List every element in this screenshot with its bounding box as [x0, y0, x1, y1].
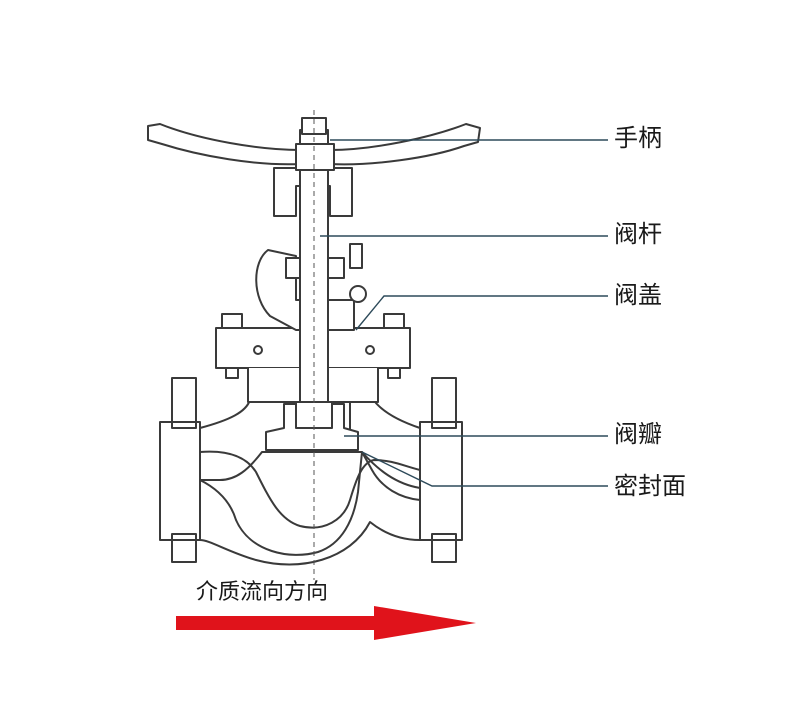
leader-lines — [320, 139, 608, 487]
label-bonnet: 阀盖 — [614, 281, 662, 309]
label-stem: 阀杆 — [614, 220, 662, 248]
valve-disc — [265, 401, 359, 451]
label-disc: 阀瓣 — [614, 420, 662, 448]
flow-direction-label: 介质流向方向 — [196, 580, 329, 605]
label-seat-face: 密封面 — [614, 472, 686, 500]
label-handwheel: 手柄 — [614, 124, 662, 152]
flow-direction-arrow — [176, 606, 476, 640]
handwheel — [147, 123, 481, 171]
